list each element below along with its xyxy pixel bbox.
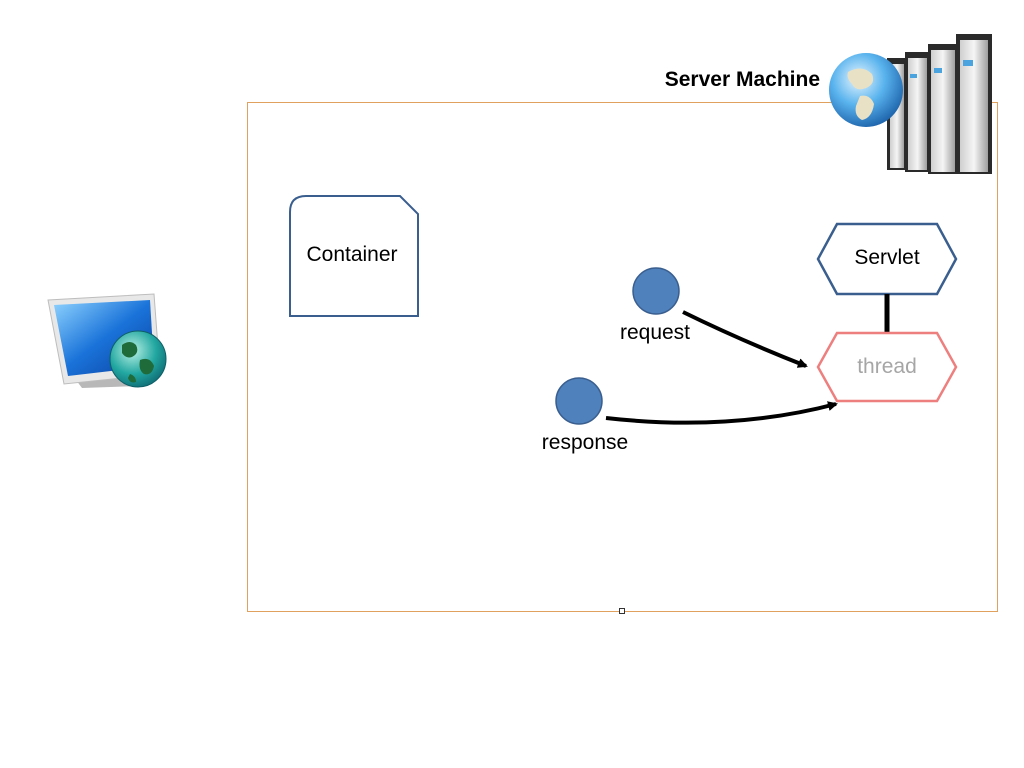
request-label: request (619, 321, 691, 344)
response-node[interactable] (555, 377, 603, 425)
thread-label: thread (857, 355, 917, 378)
server-machine-title: Server Machine (664, 68, 820, 91)
container-label: Container (306, 243, 398, 266)
response-label: response (541, 431, 629, 454)
resize-handle[interactable] (619, 608, 625, 614)
computer-globe-icon (47, 293, 167, 388)
request-arrow (682, 310, 808, 368)
thread-shape[interactable] (816, 331, 958, 403)
server-rack-globe-icon (829, 34, 992, 174)
servlet-label: Servlet (854, 246, 920, 269)
request-node[interactable] (632, 267, 680, 315)
container-shape[interactable] (289, 195, 419, 317)
response-arrow (605, 401, 838, 425)
servlet-shape[interactable] (816, 222, 958, 296)
